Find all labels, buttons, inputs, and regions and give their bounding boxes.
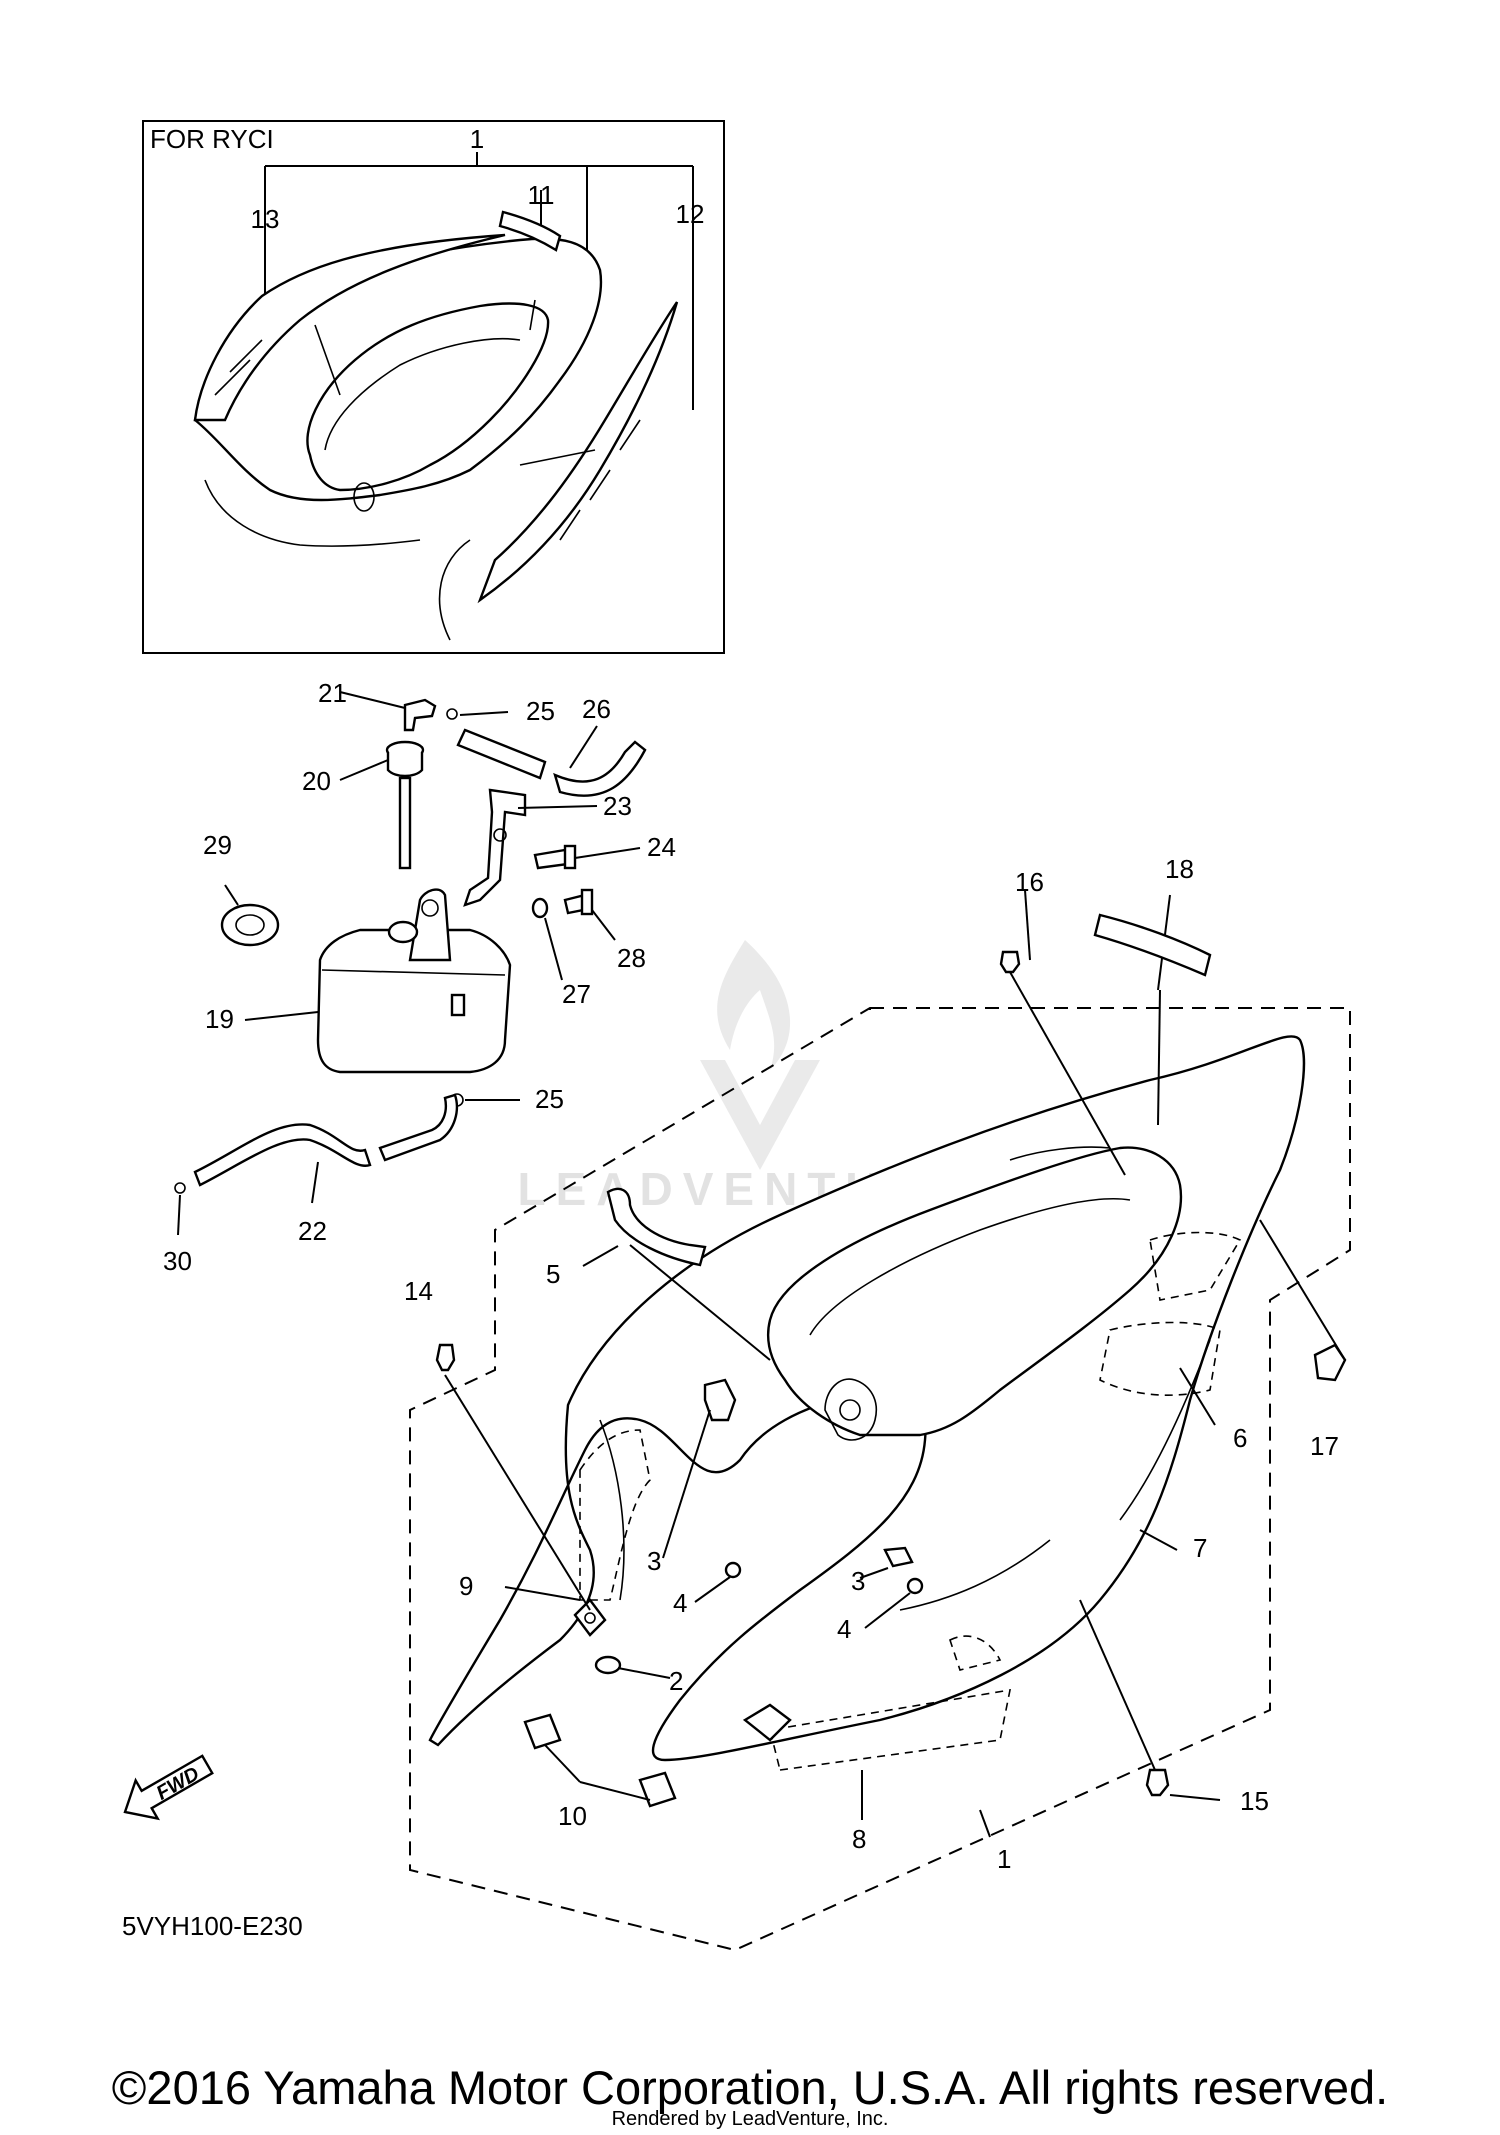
- callout-25-upper: 25: [526, 696, 555, 726]
- callout-1-main: 1: [997, 1844, 1011, 1874]
- callout-3-right: 3: [851, 1566, 865, 1596]
- callout-7: 7: [1193, 1533, 1207, 1563]
- callout-26: 26: [582, 694, 611, 724]
- reservoir-tank-assembly: [174, 698, 647, 1194]
- callout-3-left: 3: [647, 1546, 661, 1576]
- callout-8: 8: [852, 1824, 866, 1854]
- callout-22: 22: [298, 1216, 327, 1246]
- callout-11: 11: [528, 180, 555, 210]
- inset-bracket: [264, 152, 694, 410]
- callout-1-inset: 1: [470, 124, 484, 154]
- inset-frame: [142, 120, 725, 654]
- callout-10: 10: [558, 1801, 587, 1831]
- callout-6: 6: [1233, 1423, 1247, 1453]
- leadventure-watermark-logo: [700, 940, 820, 1170]
- main-dashed-envelope: [409, 1007, 1351, 1952]
- callout-4-left: 4: [673, 1588, 687, 1618]
- tank-leader-lines: [177, 691, 1171, 1236]
- inset-tail-cowl-drawing: [193, 210, 679, 641]
- callout-12: 12: [676, 199, 705, 229]
- callout-13: 13: [251, 204, 280, 234]
- callout-27: 27: [562, 979, 591, 1009]
- callout-28: 28: [617, 943, 646, 973]
- callout-20: 20: [302, 766, 331, 796]
- callout-29: 29: [203, 830, 232, 860]
- callout-23: 23: [603, 791, 632, 821]
- callout-21: 21: [318, 678, 347, 708]
- tail-cowl-main-drawing: [428, 913, 1347, 1808]
- callout-16: 16: [1015, 867, 1044, 897]
- callout-17: 17: [1310, 1431, 1339, 1461]
- main-leader-lines: [444, 971, 1346, 1838]
- callout-15: 15: [1240, 1786, 1269, 1816]
- inset-title: FOR RYCI: [150, 124, 274, 154]
- callout-2: 2: [669, 1666, 683, 1696]
- callout-9: 9: [459, 1571, 473, 1601]
- copyright-footer: ©2016 Yamaha Motor Corporation, U.S.A. A…: [111, 2061, 1389, 2114]
- callout-30: 30: [163, 1246, 192, 1276]
- rendered-by-note: Rendered by LeadVenture, Inc.: [611, 2108, 889, 2130]
- callout-25-lower: 25: [535, 1084, 564, 1114]
- callout-24: 24: [647, 832, 676, 862]
- diagram-code: 5VYH100-E230: [122, 1911, 303, 1941]
- callout-4-right: 4: [837, 1614, 851, 1644]
- fwd-arrow-icon: FWD: [123, 1754, 214, 1821]
- callout-19: 19: [205, 1004, 234, 1034]
- callout-18: 18: [1165, 854, 1194, 884]
- callout-5: 5: [546, 1259, 560, 1289]
- callout-14: 14: [404, 1276, 433, 1306]
